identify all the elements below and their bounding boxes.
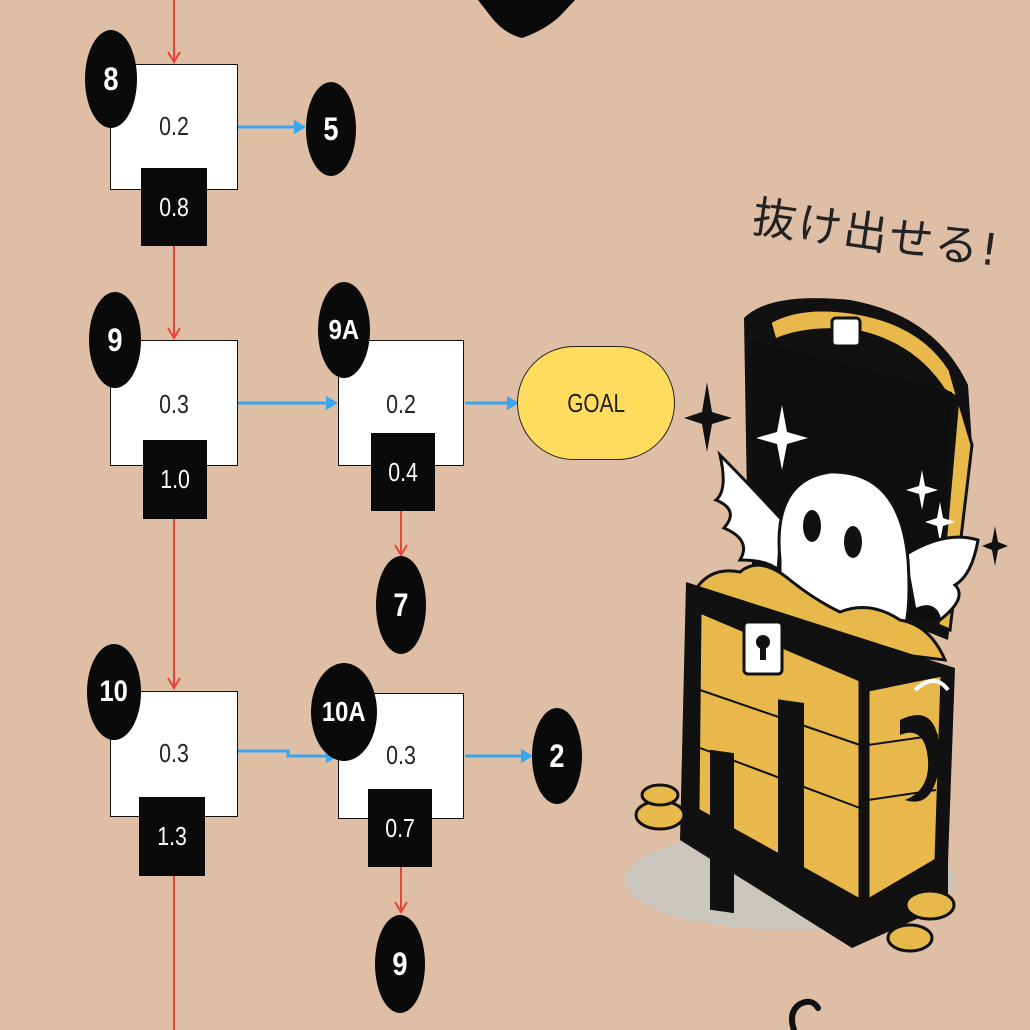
arrow-10-to-10a xyxy=(238,749,330,758)
node-8-id-badge: 8 xyxy=(85,30,137,128)
right-connectors xyxy=(238,120,533,763)
target-2-circle: 2 xyxy=(532,708,582,804)
treasure-chest-illustration xyxy=(625,298,1008,953)
node-10a-bottom-value: 0.7 xyxy=(368,789,432,867)
partial-shape-top xyxy=(478,0,575,38)
target-7-circle: 7 xyxy=(376,556,426,654)
node-10-bottom-value: 1.3 xyxy=(139,797,205,876)
partial-glyph-bottom xyxy=(789,998,821,1030)
node-9-bottom-value: 1.0 xyxy=(143,440,207,519)
node-10a-top-value: 0.3 xyxy=(386,740,416,770)
down-connectors xyxy=(167,0,408,1030)
target-9-circle: 9 xyxy=(375,915,425,1013)
target-5-circle: 5 xyxy=(306,82,356,176)
node-9-id-badge: 9 xyxy=(89,292,141,388)
goal-node: GOAL xyxy=(517,346,675,460)
node-8-top-value: 0.2 xyxy=(159,111,189,141)
node-10a-id-badge: 10A xyxy=(311,663,377,761)
node-9a-top-value: 0.2 xyxy=(386,389,416,419)
node-9a-bottom-value: 0.4 xyxy=(371,433,435,511)
node-8-bottom-value: 0.8 xyxy=(141,168,207,246)
node-10-top-value: 0.3 xyxy=(159,738,189,768)
node-9-top-value: 0.3 xyxy=(159,389,189,419)
node-10-id-badge: 10 xyxy=(87,644,141,740)
node-9a-id-badge: 9A xyxy=(318,282,370,378)
